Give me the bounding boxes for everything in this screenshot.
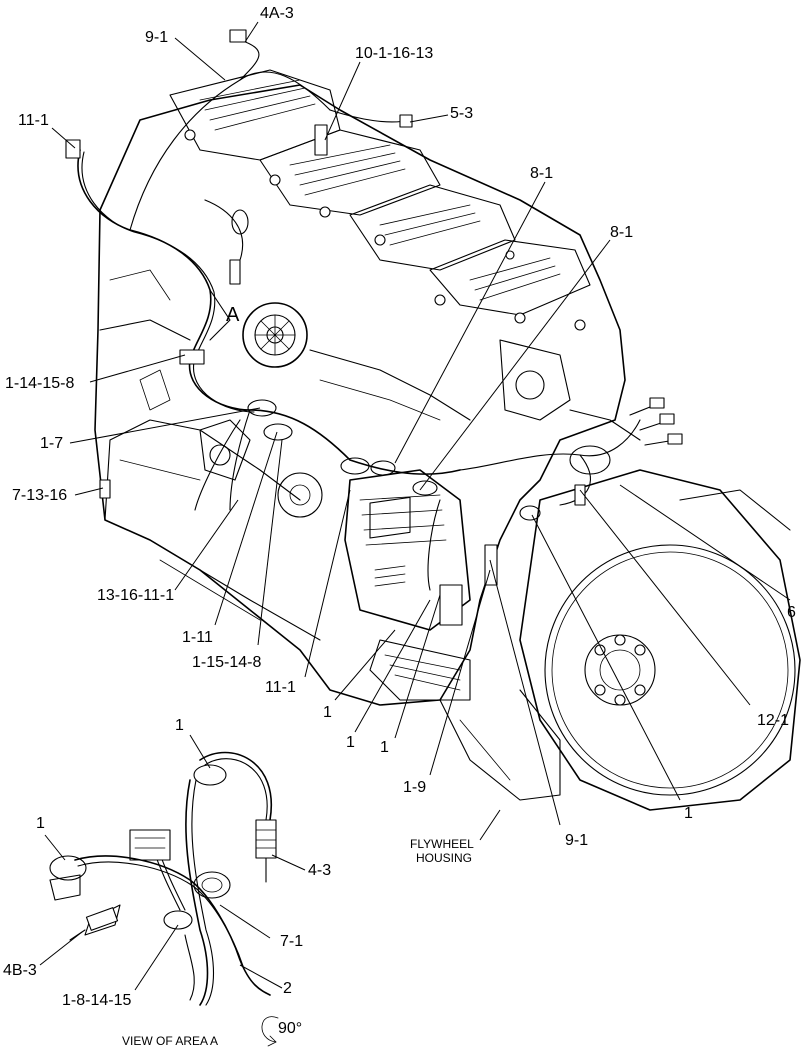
callout-13-16-11-1: 13-16-11-1 xyxy=(97,587,174,604)
callout-1-8-14-15: 1-8-14-15 xyxy=(62,992,131,1009)
callout-1-7: 1-7 xyxy=(40,435,63,452)
callout-6: 6 xyxy=(787,604,796,621)
callout-4-3: 4-3 xyxy=(308,862,331,879)
wiring-harness xyxy=(65,29,683,591)
callout-1-14-15-8: 1-14-15-8 xyxy=(5,375,74,392)
callout-9-1-b: 9-1 xyxy=(565,832,588,849)
rotation-90-label: 90° xyxy=(278,1020,302,1037)
callout-area-a: A xyxy=(226,304,240,326)
callout-4b-3: 4B-3 xyxy=(3,962,37,979)
callout-1-15-14-8: 1-15-14-8 xyxy=(192,654,261,671)
callout-11-1-b: 11-1 xyxy=(265,679,296,696)
callout-labels: 4A-3 9-1 10-1-16-13 11-1 5-3 8-1 8-1 A 1… xyxy=(3,5,796,1048)
front-pulley xyxy=(242,302,308,368)
valve-covers xyxy=(169,69,591,331)
callout-8-1-b: 8-1 xyxy=(610,224,633,241)
callout-1-f: 1 xyxy=(36,815,45,832)
callout-9-1: 9-1 xyxy=(145,29,168,46)
flywheel-label: FLYWHEEL xyxy=(410,837,474,851)
callout-8-1-a: 8-1 xyxy=(530,165,553,182)
leader-lines xyxy=(39,21,791,1047)
callout-12-1: 12-1 xyxy=(757,712,789,729)
callout-1-d: 1 xyxy=(684,805,693,822)
flywheel-housing xyxy=(519,469,801,811)
callout-4a-3: 4A-3 xyxy=(260,5,294,22)
callout-5-3: 5-3 xyxy=(450,105,473,122)
ecm-module xyxy=(344,469,471,631)
callout-1-9: 1-9 xyxy=(403,779,426,796)
engine-block-drawing xyxy=(94,69,801,811)
callout-10-1-16-13: 10-1-16-13 xyxy=(355,45,433,62)
callout-1-a: 1 xyxy=(323,704,332,721)
callout-7-13-16: 7-13-16 xyxy=(12,487,67,504)
view-of-area-a-caption: VIEW OF AREA A xyxy=(122,1034,218,1048)
callout-11-1: 11-1 xyxy=(18,112,49,129)
callout-1-c: 1 xyxy=(380,739,389,756)
lower-pulley xyxy=(277,472,323,518)
detail-view-a xyxy=(49,751,277,1006)
callout-1-e: 1 xyxy=(175,717,184,734)
callout-1-b: 1 xyxy=(346,734,355,751)
callout-1-11: 1-11 xyxy=(182,629,213,646)
callout-7-1: 7-1 xyxy=(280,933,303,950)
callout-2: 2 xyxy=(283,980,292,997)
housing-label: HOUSING xyxy=(416,851,472,865)
